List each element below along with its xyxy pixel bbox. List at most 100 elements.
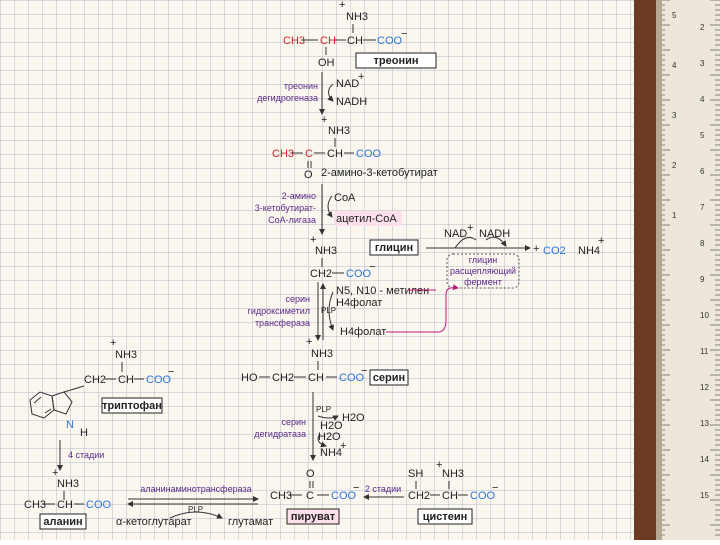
coa-ligase-label-1: 2-амино [282, 191, 316, 201]
glycine-ch2: CH2 [310, 268, 332, 280]
cleavage-nad: NAD [444, 228, 467, 240]
shmt-label-2: гидроксиметил [248, 306, 310, 316]
threonine-dehydrogenase-label-2: дегидрогеназа [257, 93, 318, 103]
alanine-structure: + NH3 CH3 CH COO аланин [24, 467, 112, 529]
h2o-out: H2O [342, 412, 365, 424]
ruler-number-left: 5 [672, 11, 677, 20]
ruler-number-left: 4 [672, 61, 677, 70]
glycine-structure: + NH3 CH2 COO − глицин [310, 234, 418, 280]
threonine-coo: COO [377, 35, 403, 47]
cleavage-label-3: фермент [464, 277, 502, 287]
h4folate-in: H4фолат [336, 297, 382, 309]
svg-text:+: + [321, 114, 327, 126]
ruler-number-left: 3 [672, 111, 677, 120]
svg-text:−: − [361, 365, 367, 377]
cleavage-nadh: NADH [479, 228, 510, 240]
tryptophan-steps: 4 стадии [68, 450, 104, 460]
ruler-number-right: 12 [700, 383, 709, 392]
ruler-number-right: 9 [700, 275, 705, 284]
threonine-structure: + NH3 CH3 CH CH COO − OH треонин [283, 0, 436, 69]
glycine-nh3: NH3 [315, 245, 337, 257]
svg-text:−: − [401, 28, 407, 40]
ruler-number-right: 5 [700, 131, 705, 140]
alanine-label: аланин [43, 516, 82, 528]
ketobutyrate-label: 2-амино-3-кетобутират [321, 167, 438, 179]
serine-ch2: CH2 [272, 372, 294, 384]
ketobutyrate-coo: COO [356, 148, 382, 160]
ketobutyrate-ch: CH [327, 148, 343, 160]
alanine-ch: CH [57, 499, 73, 511]
nadh-out: NADH [336, 96, 367, 108]
tryptophan-ch: CH [118, 374, 134, 386]
pyruvate-structure: O CH3 C COO − пируват [270, 468, 359, 524]
ketobutyrate-c: C [305, 148, 313, 160]
cysteine-label: цистеин [423, 511, 468, 523]
ruler-number-right: 7 [700, 203, 705, 212]
serine-label: серин [373, 372, 405, 384]
svg-text:+: + [358, 71, 364, 83]
co2-product: CO2 [543, 245, 566, 257]
ruler-number-left: 1 [672, 211, 677, 220]
cleavage-label-1: глицин [469, 255, 498, 265]
ruler-number-right: 3 [700, 59, 705, 68]
ruler-number-right: 10 [700, 311, 709, 320]
metabolic-pathway-diagram: + NH3 CH3 CH CH COO − OH треонин треонин… [0, 0, 636, 540]
ruler-number-right: 15 [700, 491, 709, 500]
ruler-number-right: 6 [700, 167, 705, 176]
threonine-dehydrogenase-step: треонин дегидрогеназа NAD + NADH [257, 71, 367, 114]
ruler-number-right: 8 [700, 239, 705, 248]
indole-ring [30, 386, 84, 418]
coa-ligase-step: 2-амино 3-кетобутират- CoA-лигаза CoA ац… [255, 184, 402, 234]
threonine-oh: OH [318, 57, 335, 69]
aminotransferase-label: аланинаминотрансфераза [140, 484, 251, 494]
threonine-dehydrogenase-label-1: треонин [284, 81, 318, 91]
ruler-edge [634, 0, 656, 540]
cysteine-structure: 2 стадии SH + NH3 CH2 CH COO − цистеин [364, 459, 498, 524]
cleavage-label-2: расщепляющий [450, 266, 516, 276]
serine-structure: + NH3 HO CH2 CH COO − серин [241, 336, 408, 385]
svg-text:+: + [340, 440, 346, 452]
svg-text:+: + [533, 243, 539, 255]
alanine-nh3: NH3 [57, 478, 79, 490]
ketobutyrate-structure: + NH3 CH3 C CH COO O 2-амино-3-кетобутир… [272, 114, 438, 181]
threonine-nh3: NH3 [346, 11, 368, 23]
nh4-product: NH4 [578, 245, 600, 257]
serine-dehydratase-step: серин дегидратаза PLP H2O H2O H2O NH4 + [254, 392, 365, 460]
tryptophan-n: N [66, 419, 74, 431]
threonine-label: треонин [374, 55, 419, 67]
ruler-number-left: 2 [672, 161, 677, 170]
alanine-coo: COO [86, 499, 112, 511]
svg-text:+: + [598, 235, 604, 247]
ruler-number-right: 4 [700, 95, 705, 104]
svg-text:+: + [110, 337, 116, 349]
svg-text:+: + [467, 222, 473, 234]
pyruvate-label: пируват [291, 511, 336, 523]
pyruvate-c: C [306, 490, 314, 502]
ruler-number-right: 13 [700, 419, 709, 428]
svg-text:+: + [339, 0, 345, 11]
ruler-number-right: 11 [700, 347, 709, 356]
svg-text:−: − [492, 482, 498, 494]
serine-ch: CH [308, 372, 324, 384]
ruler-scale: 5432123456789101112131415 [662, 0, 720, 540]
h2o-product: H2O [318, 431, 341, 443]
cysteine-steps: 2 стадии [365, 484, 401, 494]
svg-text:−: − [168, 366, 174, 378]
coa-ligase-label-3: CoA-лигаза [268, 215, 316, 225]
pyruvate-ch3: CH3 [270, 490, 292, 502]
acetyl-coa: ацетил-CoA [336, 213, 397, 225]
coa-in: CoA [334, 192, 356, 204]
nad-in: NAD [336, 78, 359, 90]
glycine-coo: COO [346, 268, 372, 280]
pyruvate-o: O [306, 468, 315, 480]
ketobutyrate-o: O [304, 169, 313, 181]
threonine-ch-1: CH [320, 35, 336, 47]
dehydratase-label-1: серин [281, 417, 306, 427]
shmt-step: серин гидроксиметил трансфераза PLP N5, … [248, 282, 458, 340]
threonine-ch3: CH3 [283, 35, 305, 47]
threonine-ch-2: CH [347, 35, 363, 47]
methylene-folate: N5, N10 - метилен [336, 285, 429, 297]
tryptophan-h: H [80, 427, 88, 439]
glutamate: глутамат [228, 516, 273, 528]
